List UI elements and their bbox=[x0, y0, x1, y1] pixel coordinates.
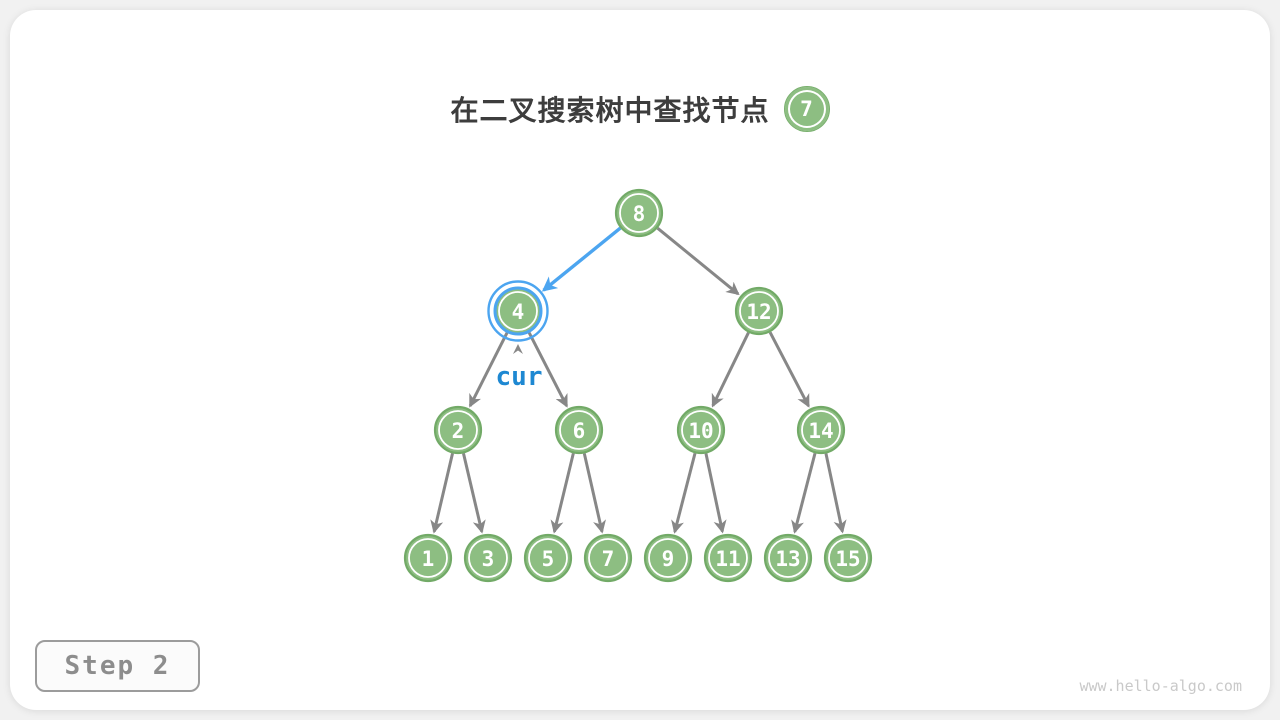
title-text: 在二叉搜索树中查找节点 bbox=[450, 95, 770, 126]
figure-card bbox=[10, 10, 1270, 710]
target-node-value: 7 bbox=[800, 97, 813, 121]
step-indicator: Step 2 bbox=[35, 640, 200, 692]
step-label: Step 2 bbox=[64, 651, 171, 681]
figure-title: 在二叉搜索树中查找节点 7 bbox=[0, 86, 1280, 132]
watermark: www.hello-algo.com bbox=[1079, 677, 1242, 695]
target-node-badge: 7 bbox=[783, 86, 830, 132]
